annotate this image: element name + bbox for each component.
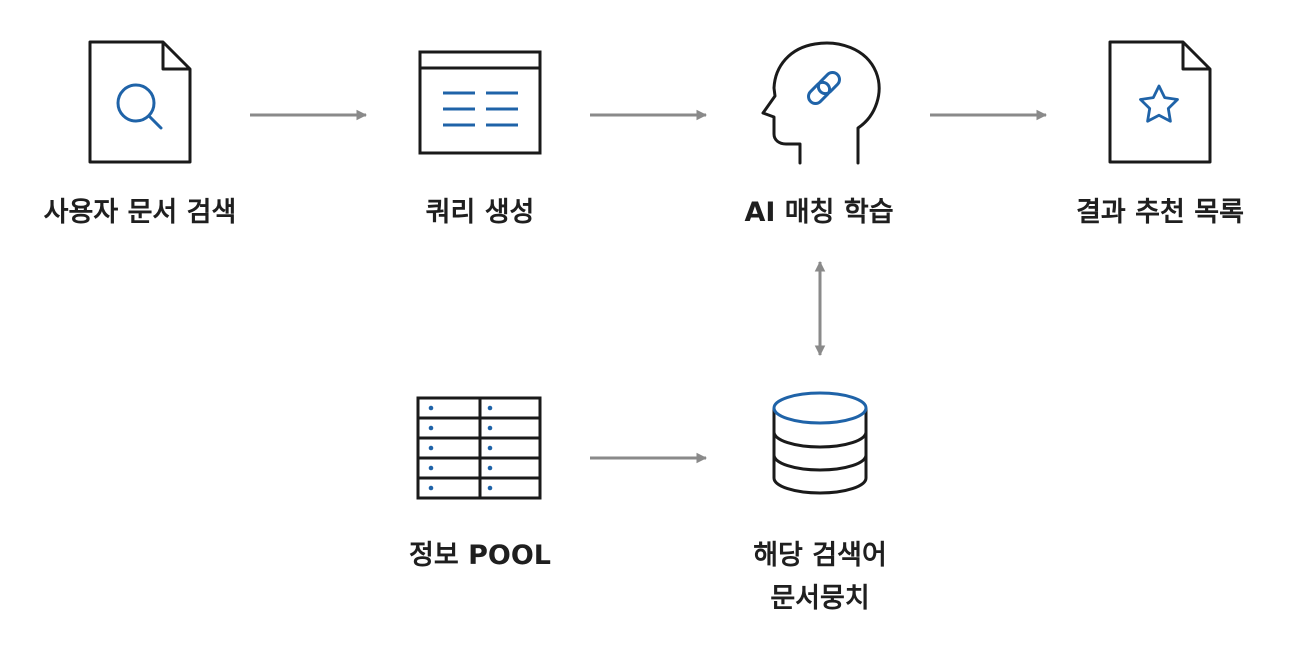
head-link-icon <box>761 41 881 165</box>
node-label-result-recommendation-list: 결과 추천 목록 <box>1076 197 1244 228</box>
query-window-icon <box>418 50 542 155</box>
node-label-info-pool: 정보 POOL <box>409 540 551 571</box>
database-icon <box>772 391 868 495</box>
node-label-query-generation: 쿼리 생성 <box>426 197 535 228</box>
document-star-icon <box>1108 40 1212 164</box>
node-label-document-bundle-line2: 문서뭉치 <box>770 583 869 614</box>
node-label-ai-matching-learning: AI 매칭 학습 <box>744 197 893 228</box>
node-label-document-bundle-line1: 해당 검색어 <box>753 540 887 571</box>
node-label-user-document-search: 사용자 문서 검색 <box>44 197 237 228</box>
document-search-icon <box>88 40 192 164</box>
table-grid-icon <box>416 396 542 500</box>
